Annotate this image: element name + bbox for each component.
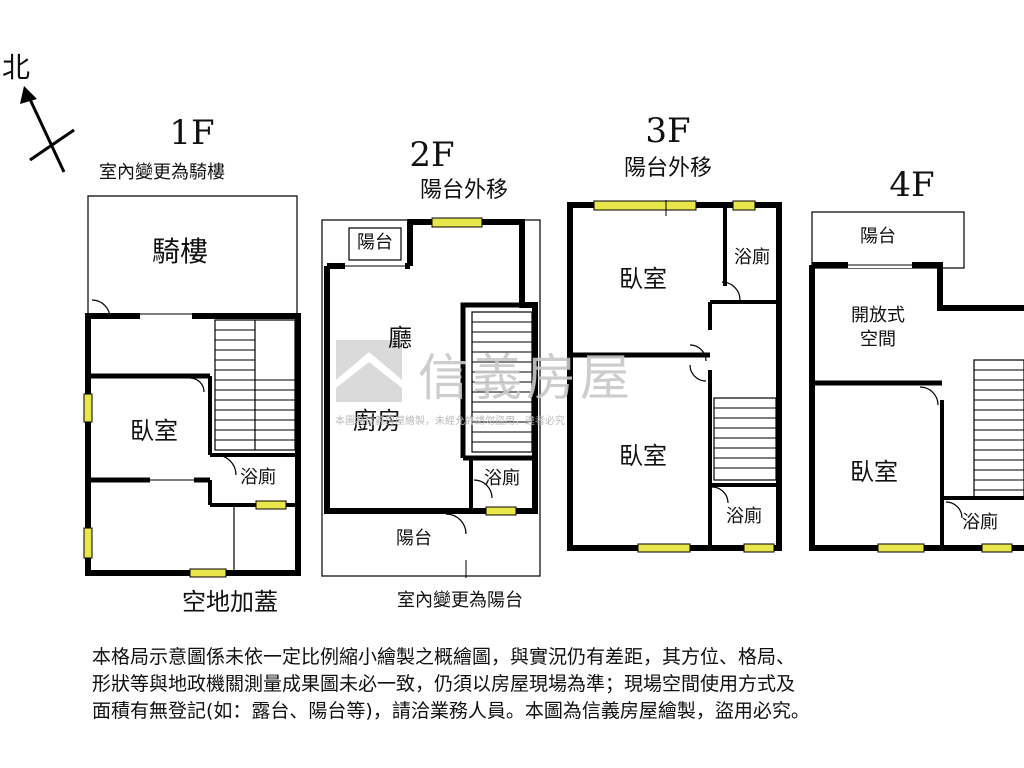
watermark-brand: 信義房屋	[418, 349, 634, 407]
floor-4f-plan	[809, 211, 1024, 551]
floor-2f-balcony-bottom-label: 陽台	[396, 528, 432, 549]
floor-3f-bedroom-top-label: 臥室	[619, 265, 667, 293]
floor-1f-title: 1F	[169, 113, 215, 153]
floor-2f-top-note: 陽台外移	[419, 178, 509, 203]
floor-2f-title: 2F	[409, 135, 455, 175]
north-arrow-icon	[20, 86, 75, 173]
floor-4f-stair-treads	[974, 369, 1024, 491]
floor-4f-bath-label: 浴廁	[962, 512, 998, 533]
floor-1f-bedroom-label: 臥室	[130, 417, 178, 445]
disclaimer-line-2: 形狀等與地政機關測量成果圖未必一致，仍須以房屋現場為準；現場空間使用方式及	[92, 673, 796, 695]
floor-2f-bath-label: 浴廁	[484, 468, 520, 489]
floor-3f-title: 3F	[645, 111, 691, 151]
floor-2f-balcony-top-label: 陽台	[357, 232, 393, 253]
floor-3f-bath-bottom-label: 浴廁	[726, 506, 762, 527]
watermark-logo-icon	[336, 340, 402, 402]
disclaimer-line-1: 本格局示意圖係未依一定比例縮小繪製之概繪圖，與實況仍有差距，其方位、格局、	[92, 646, 796, 668]
floor-1f-entry-gap	[140, 312, 192, 320]
floor-3f-stair-treads	[714, 407, 776, 469]
floor-2f-kitchen-label: 廚房	[353, 407, 401, 435]
floor-4f-bedroom-label: 臥室	[850, 458, 898, 486]
floor-4f-open-space-line1: 開放式	[851, 305, 905, 326]
floor-2f-bottom-note: 室內變更為陽台	[397, 590, 523, 611]
floor-4f-open-space-line2: 空間	[860, 329, 896, 350]
floor-3f-top-note: 陽台外移	[623, 156, 713, 181]
room-arcade-label: 騎樓	[151, 235, 209, 268]
floor-2f-stair-treads	[472, 321, 532, 443]
disclaimer-text: 本格局示意圖係未依一定比例縮小繪製之概繪圖，與實況仍有差距，其方位、格局、 形狀…	[92, 644, 942, 725]
floor-4f-windows	[877, 543, 1013, 553]
floor-4f-title: 4F	[889, 165, 935, 205]
floor-3f-bath-top-label: 浴廁	[734, 247, 770, 268]
floor-2f-plan	[321, 219, 541, 577]
floor-1f-bottom-note: 空地加蓋	[182, 588, 278, 616]
floor-4f-balcony-label: 陽台	[860, 226, 896, 247]
north-label: 北	[2, 51, 31, 84]
floor-1f-stair-treads	[215, 329, 295, 441]
floor-1f-windows	[83, 393, 287, 578]
disclaimer-line-3: 面積有無登記(如：露台、陽台等)，請洽業務人員。本圖為信義房屋繪製，盜用必究。	[92, 700, 810, 722]
watermark-notice: 本圖為信義房屋繪製，未經允許請勿盜用，違者必究	[335, 416, 565, 427]
floor-1f-top-note: 室內變更為騎樓	[99, 162, 225, 183]
floor-1f-bath-label: 浴廁	[240, 467, 276, 488]
floor-3f-windows	[593, 200, 775, 553]
floor-2f-windows	[431, 217, 517, 516]
floor-3f-bedroom-bottom-label: 臥室	[619, 442, 667, 470]
floor-2f-hall-label: 廳	[388, 324, 412, 352]
